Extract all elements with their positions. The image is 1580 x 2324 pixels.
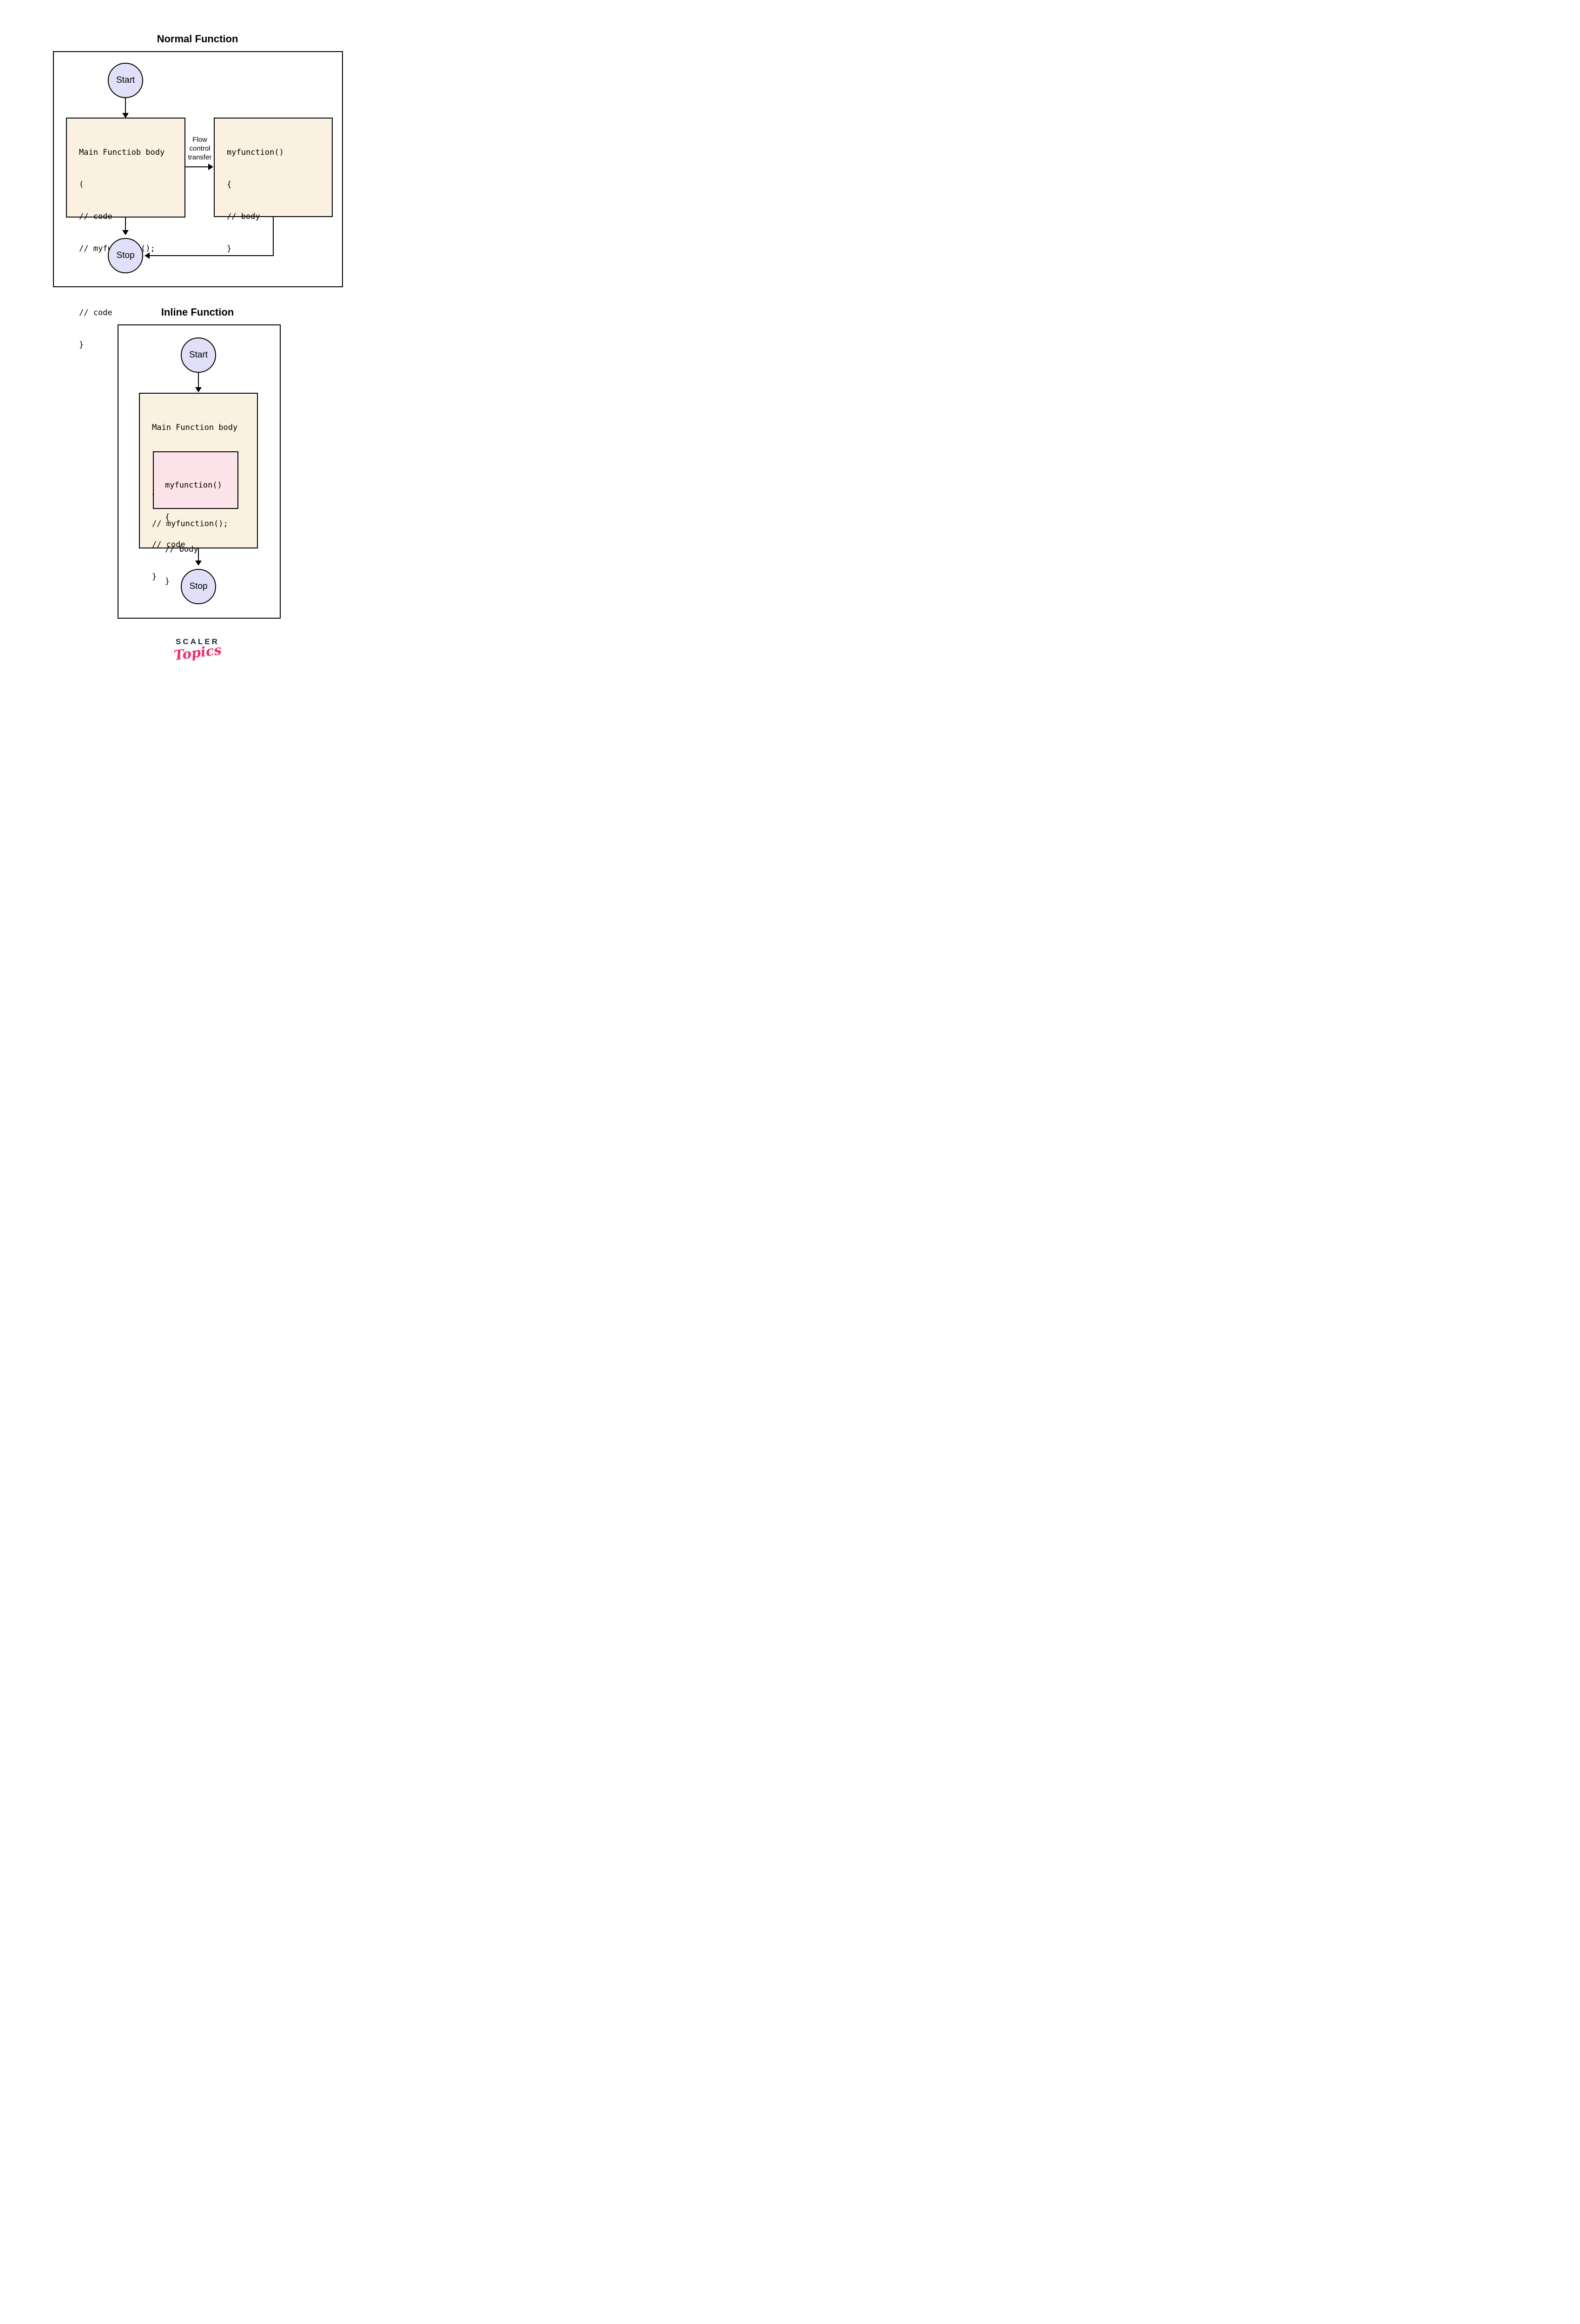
flow-transfer-arrow-line [185, 166, 208, 167]
code-line: // code [152, 540, 185, 549]
inline-start-arrowhead-icon [195, 387, 202, 392]
normal-main-box: Main Functiob body ( // code // myfuncti… [66, 118, 185, 350]
flow-transfer-arrowhead-icon [208, 164, 213, 170]
inline-stop-label: Stop [189, 581, 208, 591]
flow-control-transfer-label: Flow control transfer [181, 135, 218, 162]
normal-stop-terminal: Stop [108, 238, 143, 273]
code-line: Main Function body [152, 423, 238, 432]
normal-start-terminal: Start [108, 63, 143, 98]
inline-stop-arrowhead-icon [195, 561, 202, 566]
inline-start-arrow-line [198, 373, 199, 387]
normal-myfunction-code: myfunction() { // body } [215, 119, 332, 276]
flow-label-line: Flow [192, 136, 207, 144]
normal-start-arrowhead-icon [122, 113, 129, 118]
normal-myfunction-box: myfunction() { // body } [214, 118, 333, 253]
inline-stop-terminal: Stop [181, 569, 216, 604]
code-line: // body [165, 545, 198, 554]
normal-function-title: Normal Function [157, 33, 238, 45]
logo-scaler-text: SCALER [176, 637, 219, 646]
code-line: // code [79, 212, 112, 221]
inline-stop-arrow-line [198, 548, 199, 561]
inline-start-terminal: Start [181, 337, 216, 373]
normal-start-label: Start [116, 75, 135, 85]
normal-return-hline [150, 255, 274, 256]
code-line: // myfunction(); [152, 519, 228, 528]
code-line: // body [227, 212, 260, 221]
code-line: ( [79, 180, 84, 189]
flow-label-line: control [189, 145, 211, 152]
normal-start-arrow-line [125, 98, 126, 113]
page: Normal Function Start Main Functiob body… [0, 0, 395, 688]
code-line: } [79, 340, 84, 350]
normal-return-arrowhead-icon [145, 252, 150, 259]
normal-stop-arrowhead-icon [122, 230, 129, 235]
code-line: { [227, 180, 232, 189]
inline-main-box: Main Function body ( // code // myfuncti… [139, 393, 258, 586]
inline-function-title: Inline Function [161, 306, 234, 318]
inline-myfunction-code: myfunction() { // body } [154, 452, 237, 608]
flow-label-line: transfer [188, 153, 212, 161]
inline-start-label: Start [189, 350, 208, 360]
inline-myfunction-box: myfunction() { // body } [153, 451, 238, 586]
code-line: Main Functiob body [79, 148, 165, 157]
code-line: } [227, 244, 232, 253]
code-line: } [165, 577, 170, 586]
normal-stop-label: Stop [116, 251, 135, 260]
code-line: myfunction() [227, 148, 284, 157]
normal-return-vline [273, 217, 274, 256]
scaler-topics-logo: SCALER Topics [0, 637, 395, 663]
inline-main-code-bottom: // code } [152, 518, 185, 604]
code-line: { [165, 513, 170, 522]
code-line: myfunction() [165, 481, 222, 490]
code-line [79, 276, 183, 286]
code-line: } [152, 572, 157, 581]
code-line: // code [79, 308, 112, 317]
normal-stop-arrow-line [125, 218, 126, 230]
